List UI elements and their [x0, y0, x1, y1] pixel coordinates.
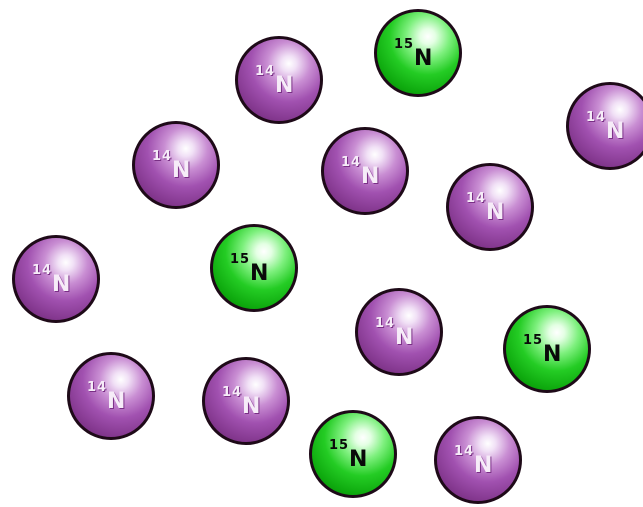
element-symbol: N	[242, 394, 260, 419]
nitrogen-14-atom: 14 N	[566, 82, 643, 170]
isotope-label: 15 N	[213, 227, 295, 309]
nitrogen-14-atom: 14 N	[434, 416, 522, 504]
element-symbol: N	[52, 272, 70, 297]
mass-number: 14	[454, 444, 474, 459]
nitrogen-15-atom: 15 N	[309, 410, 397, 498]
mass-number: 14	[255, 64, 275, 79]
mass-number: 15	[394, 37, 414, 52]
element-symbol: N	[395, 325, 413, 350]
mass-number: 14	[466, 191, 486, 206]
nitrogen-14-atom: 14 N	[12, 235, 100, 323]
isotope-label: 14 N	[135, 124, 217, 206]
mass-number: 14	[222, 385, 242, 400]
nitrogen-14-atom: 14 N	[235, 36, 323, 124]
mass-number: 15	[230, 252, 250, 267]
element-symbol: N	[275, 73, 293, 98]
element-symbol: N	[543, 342, 561, 367]
element-symbol: N	[486, 200, 504, 225]
nitrogen-14-atom: 14 N	[321, 127, 409, 215]
element-symbol: N	[107, 389, 125, 414]
element-symbol: N	[474, 453, 492, 478]
mass-number: 14	[152, 149, 172, 164]
nitrogen-15-atom: 15 N	[374, 9, 462, 97]
element-symbol: N	[349, 447, 367, 472]
nitrogen-14-atom: 14 N	[355, 288, 443, 376]
nitrogen-15-atom: 15 N	[210, 224, 298, 312]
isotope-label: 15 N	[312, 413, 394, 495]
isotope-label: 14 N	[449, 166, 531, 248]
mass-number: 15	[329, 438, 349, 453]
isotope-label: 14 N	[569, 85, 643, 167]
mass-number: 14	[586, 110, 606, 125]
nitrogen-14-atom: 14 N	[67, 352, 155, 440]
isotope-label: 14 N	[15, 238, 97, 320]
element-symbol: N	[606, 119, 624, 144]
isotope-label: 14 N	[358, 291, 440, 373]
nitrogen-14-atom: 14 N	[132, 121, 220, 209]
isotope-label: 14 N	[238, 39, 320, 121]
nitrogen-15-atom: 15 N	[503, 305, 591, 393]
mass-number: 15	[523, 333, 543, 348]
nitrogen-14-atom: 14 N	[446, 163, 534, 251]
isotope-label: 15 N	[377, 12, 459, 94]
mass-number: 14	[87, 380, 107, 395]
element-symbol: N	[414, 46, 432, 71]
element-symbol: N	[172, 158, 190, 183]
mass-number: 14	[341, 155, 361, 170]
isotope-label: 14 N	[70, 355, 152, 437]
isotope-label: 14 N	[437, 419, 519, 501]
element-symbol: N	[250, 261, 268, 286]
mass-number: 14	[375, 316, 395, 331]
isotope-label: 14 N	[205, 360, 287, 442]
mass-number: 14	[32, 263, 52, 278]
isotope-label: 14 N	[324, 130, 406, 212]
nitrogen-14-atom: 14 N	[202, 357, 290, 445]
isotope-label: 15 N	[506, 308, 588, 390]
element-symbol: N	[361, 164, 379, 189]
